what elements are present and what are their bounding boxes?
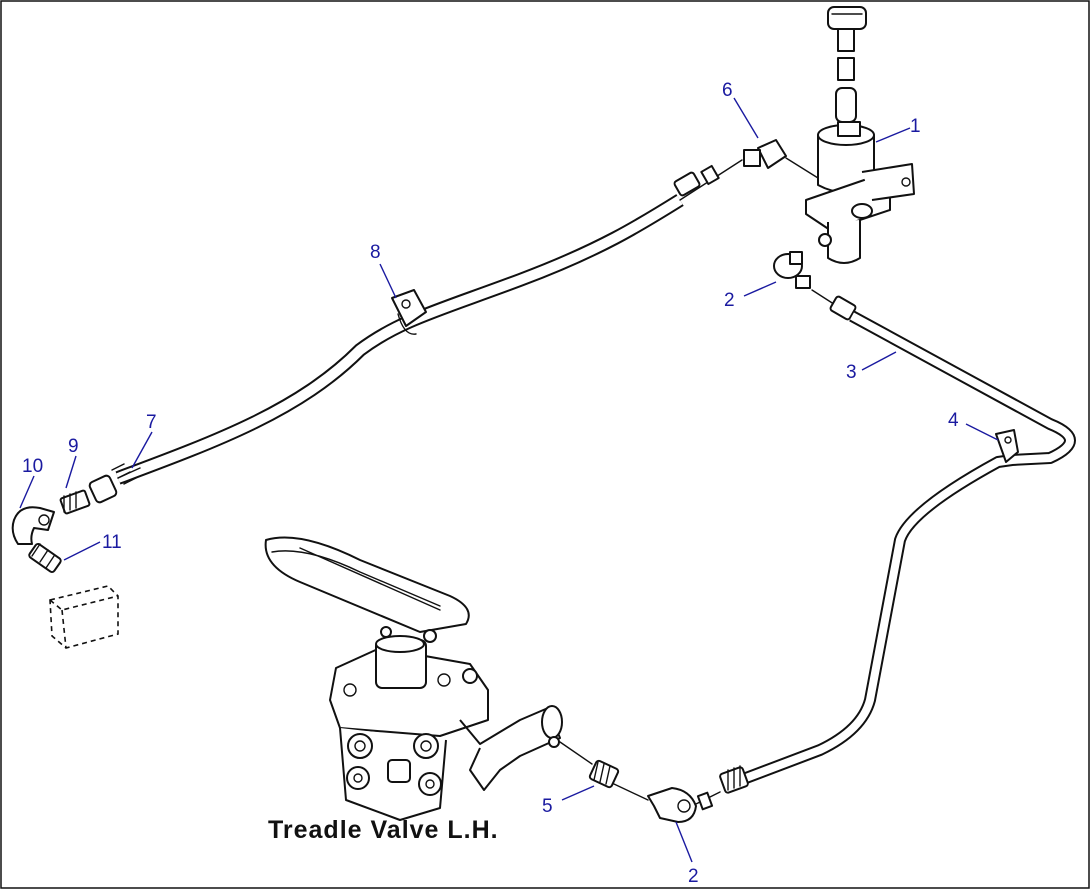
part-10-elbow bbox=[11, 506, 55, 545]
callout-2-upper: 2 bbox=[724, 290, 735, 311]
callout-4: 4 bbox=[948, 410, 959, 431]
part-9-adapter bbox=[59, 489, 91, 515]
callout-3: 3 bbox=[846, 362, 857, 383]
dashed-block bbox=[49, 585, 119, 649]
part-5-fitting bbox=[559, 741, 649, 801]
callout-8: 8 bbox=[370, 242, 381, 263]
callout-11: 11 bbox=[102, 532, 122, 553]
part-3-tube bbox=[719, 289, 1076, 794]
part-1-valve bbox=[805, 6, 915, 264]
treadle-valve-lh bbox=[264, 536, 563, 821]
callout-5: 5 bbox=[542, 796, 553, 817]
callout-6: 6 bbox=[722, 80, 733, 101]
callout-7: 7 bbox=[146, 412, 157, 433]
callout-9: 9 bbox=[68, 436, 79, 457]
part-11-connector bbox=[28, 543, 62, 573]
callout-10: 10 bbox=[22, 456, 43, 477]
callout-1: 1 bbox=[910, 116, 921, 137]
callout-2-lower: 2 bbox=[688, 866, 699, 887]
part-7-hose bbox=[88, 159, 743, 504]
part-2-upper-elbow bbox=[773, 251, 811, 289]
part-2-lower-elbow bbox=[647, 787, 721, 823]
part-6-elbow-fitting bbox=[743, 139, 819, 179]
part-4-clip bbox=[995, 429, 1019, 463]
leader-lines bbox=[19, 97, 999, 863]
part-8-clamp bbox=[391, 289, 427, 335]
diagram-caption: Treadle Valve L.H. bbox=[268, 816, 499, 844]
